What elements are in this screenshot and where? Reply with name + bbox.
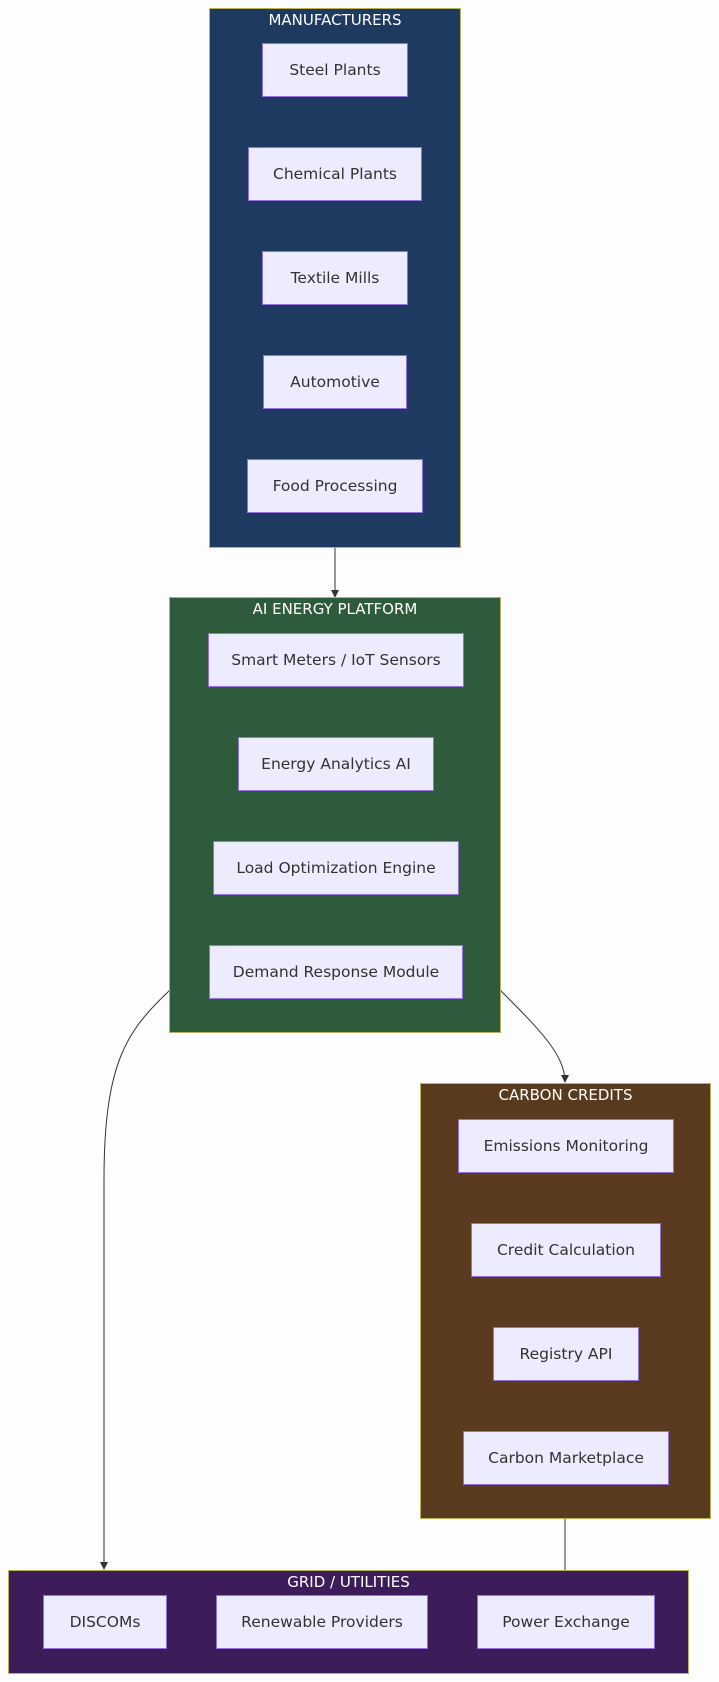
node-carbon-marketplace[interactable]: Carbon Marketplace bbox=[463, 1431, 669, 1485]
node-discoms[interactable]: DISCOMs bbox=[43, 1595, 167, 1649]
node-registry-api[interactable]: Registry API bbox=[493, 1327, 639, 1381]
group-title-manufacturers: MANUFACTURERS bbox=[268, 11, 402, 29]
group-grid-utilities: GRID / UTILITIES DISCOMs Renewable Provi… bbox=[8, 1570, 689, 1674]
group-ai-energy-platform: AI ENERGY PLATFORM Smart Meters / IoT Se… bbox=[169, 597, 501, 1033]
node-textile-mills[interactable]: Textile Mills bbox=[262, 251, 408, 305]
node-automotive[interactable]: Automotive bbox=[263, 355, 407, 409]
node-credit-calculation[interactable]: Credit Calculation bbox=[471, 1223, 661, 1277]
node-load-optimization-engine[interactable]: Load Optimization Engine bbox=[213, 841, 459, 895]
group-manufacturers: MANUFACTURERS Steel Plants Chemical Plan… bbox=[209, 8, 461, 548]
group-title-carbon-credits: CARBON CREDITS bbox=[498, 1086, 633, 1104]
node-renewable-providers[interactable]: Renewable Providers bbox=[216, 1595, 428, 1649]
node-energy-analytics-ai[interactable]: Energy Analytics AI bbox=[238, 737, 434, 791]
node-demand-response-module[interactable]: Demand Response Module bbox=[209, 945, 463, 999]
group-title-ai-energy-platform: AI ENERGY PLATFORM bbox=[252, 600, 418, 618]
node-smart-meters[interactable]: Smart Meters / IoT Sensors bbox=[208, 633, 464, 687]
edge-platform-to-carbon bbox=[499, 989, 569, 1083]
node-emissions-monitoring[interactable]: Emissions Monitoring bbox=[458, 1119, 674, 1173]
node-steel-plants[interactable]: Steel Plants bbox=[262, 43, 408, 97]
edge-platform-to-grid bbox=[100, 989, 171, 1570]
node-chemical-plants[interactable]: Chemical Plants bbox=[248, 147, 422, 201]
node-power-exchange[interactable]: Power Exchange bbox=[477, 1595, 655, 1649]
group-carbon-credits: CARBON CREDITS Emissions Monitoring Cred… bbox=[420, 1083, 711, 1519]
node-food-processing[interactable]: Food Processing bbox=[247, 459, 423, 513]
group-title-grid-utilities: GRID / UTILITIES bbox=[287, 1573, 410, 1591]
